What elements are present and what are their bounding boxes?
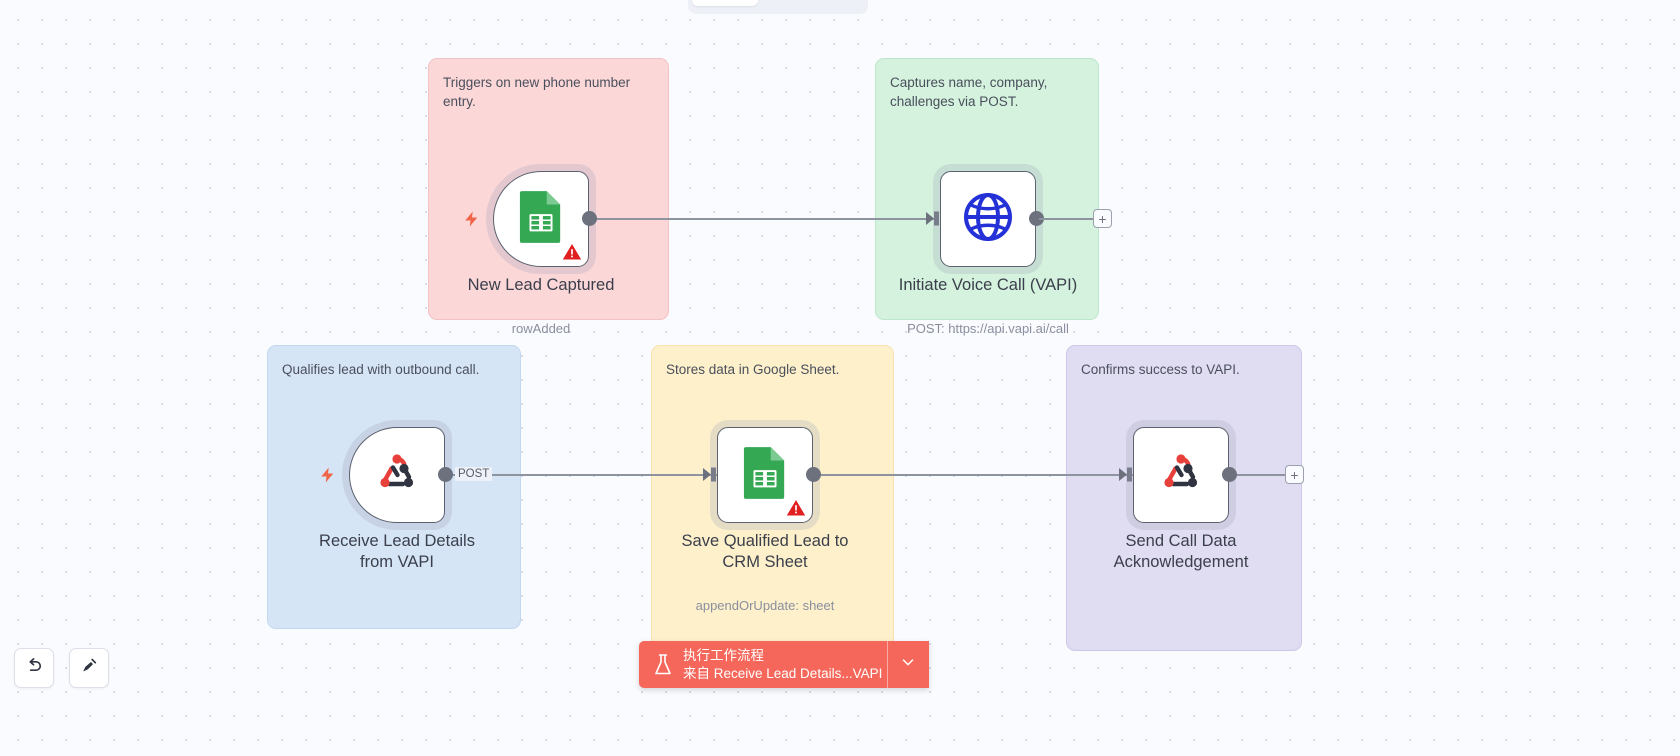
node-output-dot[interactable] — [1029, 211, 1044, 226]
toast-text-wrap: 执行工作流程 来自 Receive Lead Details...VAPI — [683, 647, 882, 683]
chevron-down-icon — [899, 653, 917, 676]
webhook-icon — [371, 447, 423, 504]
node-label: New Lead Captured — [467, 276, 615, 294]
node-label-line2: from VAPI — [360, 553, 434, 571]
node-output-dot[interactable] — [582, 211, 597, 226]
node-input-arrow[interactable] — [1119, 466, 1135, 483]
warning-triangle-icon — [786, 498, 806, 518]
connection-line-4 — [813, 474, 1133, 476]
tidy-up-button[interactable] — [69, 648, 109, 688]
tab-evaluations[interactable]: 评估 — [811, 0, 864, 6]
node-label-line2: Acknowledgement — [1113, 553, 1249, 571]
toast-expand-button[interactable] — [887, 641, 928, 688]
connection-line-5 — [1231, 474, 1286, 476]
add-node-button-top[interactable]: + — [1093, 209, 1112, 228]
node-input-arrow[interactable] — [703, 466, 719, 483]
sticky-group-trigger[interactable]: Triggers on new phone number entry. — [428, 58, 669, 320]
broom-icon — [79, 656, 99, 681]
execution-toast[interactable]: 执行工作流程 来自 Receive Lead Details...VAPI — [639, 641, 929, 688]
node-output-dot[interactable] — [806, 467, 821, 482]
trigger-bolt-icon — [463, 208, 481, 230]
node-label: Send Call Data — [1125, 532, 1237, 550]
node-new-lead-captured[interactable]: New Lead Captured rowAdded — [465, 171, 614, 336]
toast-title: 执行工作流程 — [683, 647, 764, 663]
sticky-description: Captures name, company, challenges via P… — [890, 75, 1048, 109]
node-icon-box[interactable] — [940, 171, 1036, 267]
node-subtitle: POST: https://api.vapi.ai/call — [907, 321, 1069, 336]
connection-label-post: POST — [455, 467, 493, 481]
globe-http-icon — [962, 191, 1014, 248]
node-label: Receive Lead Details — [319, 532, 475, 550]
webhook-icon — [1155, 447, 1207, 504]
node-subtitle: appendOrUpdate: sheet — [695, 598, 835, 613]
connection-line-3 — [446, 474, 718, 476]
sticky-description: Stores data in Google Sheet. — [666, 362, 840, 377]
node-icon-box[interactable] — [493, 171, 589, 267]
node-icon-box[interactable] — [717, 427, 813, 523]
node-output-dot[interactable] — [1222, 467, 1237, 482]
google-sheets-icon — [742, 445, 788, 506]
add-node-button-bottom[interactable]: + — [1285, 465, 1304, 484]
sticky-description: Confirms success to VAPI. — [1081, 362, 1240, 377]
sticky-description: Triggers on new phone number entry. — [443, 75, 631, 109]
node-save-qualified-lead[interactable]: Save Qualified Lead to CRM Sheet appendO… — [682, 427, 848, 613]
node-icon-box[interactable] — [1133, 427, 1229, 523]
sticky-description: Qualifies lead with outbound call. — [282, 362, 480, 377]
tab-executions[interactable]: 执行 — [758, 0, 811, 6]
google-sheets-icon — [518, 189, 564, 250]
node-label: Initiate Voice Call (VAPI) — [898, 276, 1078, 294]
node-label-line2: CRM Sheet — [722, 553, 808, 571]
node-initiate-voice-call[interactable]: Initiate Voice Call (VAPI) POST: https:/… — [899, 171, 1077, 336]
editor-tabbar: 编辑器 执行 评估 — [688, 0, 868, 14]
undo-button[interactable] — [14, 648, 54, 688]
node-subtitle: rowAdded — [511, 321, 571, 336]
node-icon-box[interactable] — [349, 427, 445, 523]
tab-editor[interactable]: 编辑器 — [692, 0, 758, 6]
node-output-dot[interactable] — [438, 467, 453, 482]
undo-arrow-icon — [24, 656, 44, 681]
flask-icon — [653, 653, 673, 677]
node-input-arrow[interactable] — [926, 210, 942, 227]
node-send-call-acknowledgement[interactable]: Send Call Data Acknowledgement — [1114, 427, 1248, 571]
trigger-bolt-icon — [319, 464, 337, 486]
warning-triangle-icon — [562, 242, 582, 262]
node-label: Save Qualified Lead to — [681, 532, 849, 550]
node-receive-lead-details[interactable]: Receive Lead Details from VAPI — [319, 427, 475, 571]
toast-subtitle: 来自 Receive Lead Details...VAPI — [683, 665, 883, 681]
connection-line-2 — [1039, 218, 1094, 220]
connection-line-1 — [590, 218, 938, 220]
